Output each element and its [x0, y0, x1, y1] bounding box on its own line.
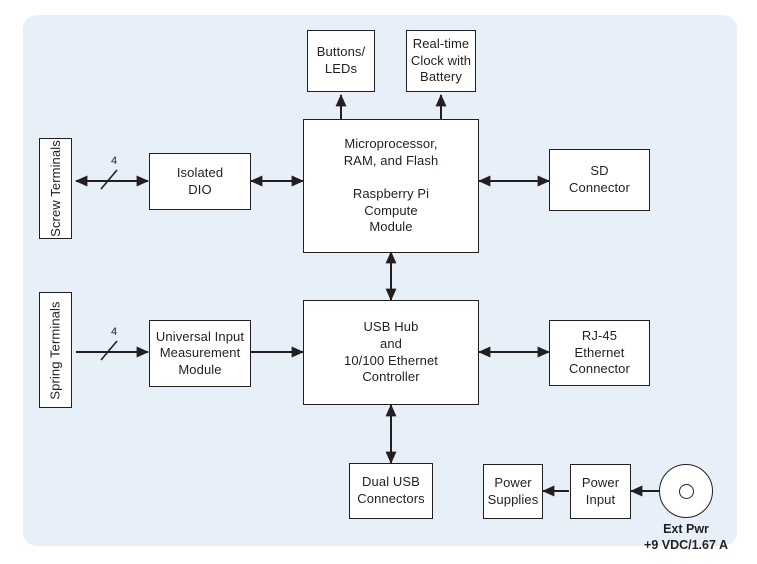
usb-hub-line3: 10/100 Ethernet — [343, 352, 439, 368]
rj45-line1: RJ-45 — [581, 328, 618, 344]
diagram-panel-background — [23, 15, 737, 546]
isolated-dio-line1: Isolated — [176, 164, 224, 180]
bus-width-label-uim: 4 — [111, 326, 118, 338]
ext-power-line2: +9 VDC/1.67 A — [644, 538, 728, 553]
usb-hub-line2: and — [380, 335, 402, 351]
spring-terminals-label: Spring Terminals — [48, 300, 63, 400]
power-jack-center-pin — [678, 483, 694, 499]
dual-usb-line2: Connectors — [357, 491, 425, 506]
block-usb-hub-ethernet-controller[interactable]: USB Hub and 10/100 Ethernet Controller — [303, 300, 479, 405]
bus-width-label-dio: 4 — [111, 155, 118, 167]
block-power-input[interactable]: Power Input — [570, 464, 631, 519]
processor-line2: RAM, and Flash — [343, 152, 439, 168]
ext-power-caption: Ext Pwr +9 VDC/1.67 A — [620, 521, 752, 554]
processor-line3: Raspberry Pi — [352, 186, 430, 202]
block-real-time-clock[interactable]: Real-time Clock with Battery — [406, 30, 476, 92]
sd-connector-line1: SD — [590, 163, 609, 179]
rtc-line1: Real-time — [412, 36, 470, 52]
power-input-line1: Power — [581, 474, 620, 490]
block-dual-usb-connectors[interactable]: Dual USB Connectors — [349, 463, 433, 519]
block-processor[interactable]: Microprocessor, RAM, and Flash Raspberry… — [303, 119, 479, 253]
processor-line5: Module — [369, 219, 413, 235]
rj45-line2: Ethernet — [574, 344, 625, 360]
power-input-line2: Input — [585, 491, 616, 507]
block-universal-input-measurement-module[interactable]: Universal Input Measurement Module — [149, 320, 251, 387]
buttons-leds-line1: Buttons/ — [316, 44, 366, 60]
processor-line1: Microprocessor, — [344, 135, 438, 151]
usb-hub-line4: Controller — [362, 369, 420, 385]
block-buttons-leds[interactable]: Buttons/ LEDs — [307, 30, 375, 92]
power-supplies-line1: Power — [494, 474, 532, 490]
buttons-leds-line2: LEDs — [324, 61, 358, 76]
uim-line2: Measurement — [159, 345, 241, 361]
block-power-supplies[interactable]: Power Supplies — [483, 464, 543, 519]
rtc-line3: Battery — [420, 69, 462, 85]
screw-terminals-label: Screw Terminals — [48, 140, 63, 237]
rtc-line2: Clock with — [410, 52, 472, 68]
dual-usb-line1: Dual USB — [362, 474, 420, 490]
usb-hub-line1: USB Hub — [363, 319, 419, 335]
block-rj45-ethernet-connector[interactable]: RJ-45 Ethernet Connector — [549, 320, 650, 386]
power-supplies-line2: Supplies — [487, 491, 539, 507]
block-isolated-dio[interactable]: Isolated DIO — [149, 153, 251, 210]
ext-power-line1: Ext Pwr — [663, 522, 709, 536]
isolated-dio-line2: DIO — [188, 181, 212, 197]
block-screw-terminals[interactable]: Screw Terminals — [39, 138, 72, 239]
uim-line1: Universal Input — [155, 328, 245, 344]
external-power-jack-icon[interactable] — [659, 464, 713, 518]
processor-line4: Compute — [364, 202, 418, 218]
block-sd-connector[interactable]: SD Connector — [549, 149, 650, 211]
sd-connector-line2: Connector — [569, 180, 630, 195]
uim-line3: Module — [178, 361, 222, 377]
rj45-line3: Connector — [569, 361, 630, 377]
block-spring-terminals[interactable]: Spring Terminals — [39, 292, 72, 408]
